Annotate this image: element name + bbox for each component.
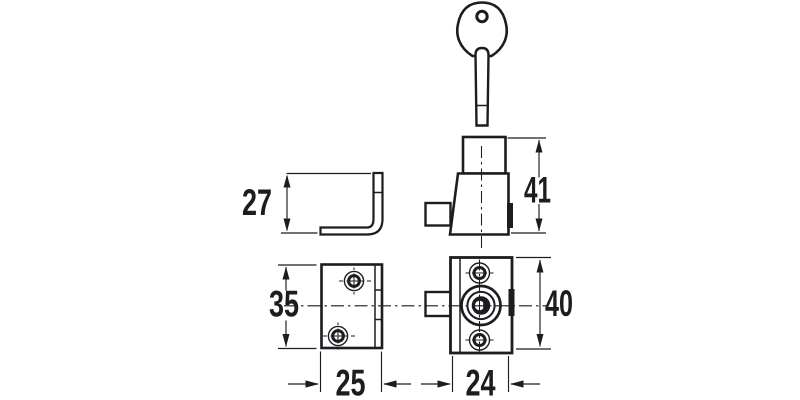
lock-front-view — [424, 256, 515, 355]
arrow-left — [510, 380, 524, 388]
keep-plate-front-view — [320, 263, 384, 350]
front-bolt-tab — [424, 290, 452, 318]
screw-hole-top — [465, 262, 494, 284]
arrow-up — [283, 174, 291, 188]
screw-hole-bottom — [465, 329, 494, 351]
dimension-27: 27 — [242, 172, 371, 234]
arrow-down — [282, 334, 290, 347]
dimension-25: 25 — [288, 351, 411, 400]
screw-hole-top — [339, 267, 371, 295]
key-head — [456, 1, 508, 58]
bracket-side-view — [319, 171, 384, 236]
side-bolt-tab — [424, 201, 452, 227]
dim-label-40: 40 — [545, 283, 573, 324]
key-top-view — [456, 1, 508, 127]
arrow-up — [536, 259, 544, 273]
arrow-right — [305, 380, 319, 388]
dim-label-24: 24 — [466, 363, 496, 400]
cylinder-keyway-stem — [483, 300, 487, 311]
arrow-up — [535, 139, 543, 153]
arrow-left — [383, 380, 397, 388]
bracket-outline — [319, 171, 384, 236]
dim-label-41: 41 — [524, 170, 551, 211]
dim-label-27: 27 — [242, 182, 272, 223]
key-shaft — [474, 46, 490, 127]
side-body — [448, 172, 510, 236]
arrow-down — [283, 218, 291, 232]
arrow-down — [536, 334, 544, 347]
dim-label-25: 25 — [336, 363, 366, 400]
side-strike-pin — [507, 203, 513, 228]
arrow-right — [437, 380, 451, 388]
dimension-40: 40 — [516, 256, 573, 350]
arrow-down — [535, 218, 543, 232]
key-head-hole — [475, 9, 489, 24]
dim-label-35: 35 — [269, 284, 299, 325]
dimension-41: 41 — [507, 137, 551, 234]
arrow-up — [282, 266, 290, 280]
screw-hole-bottom — [323, 322, 355, 350]
lock-side-view — [424, 135, 513, 251]
front-strike-pin — [508, 289, 515, 316]
side-spindle-boss — [461, 135, 507, 175]
dimension-24: 24 — [421, 356, 540, 400]
dimension-35: 35 — [269, 264, 317, 350]
